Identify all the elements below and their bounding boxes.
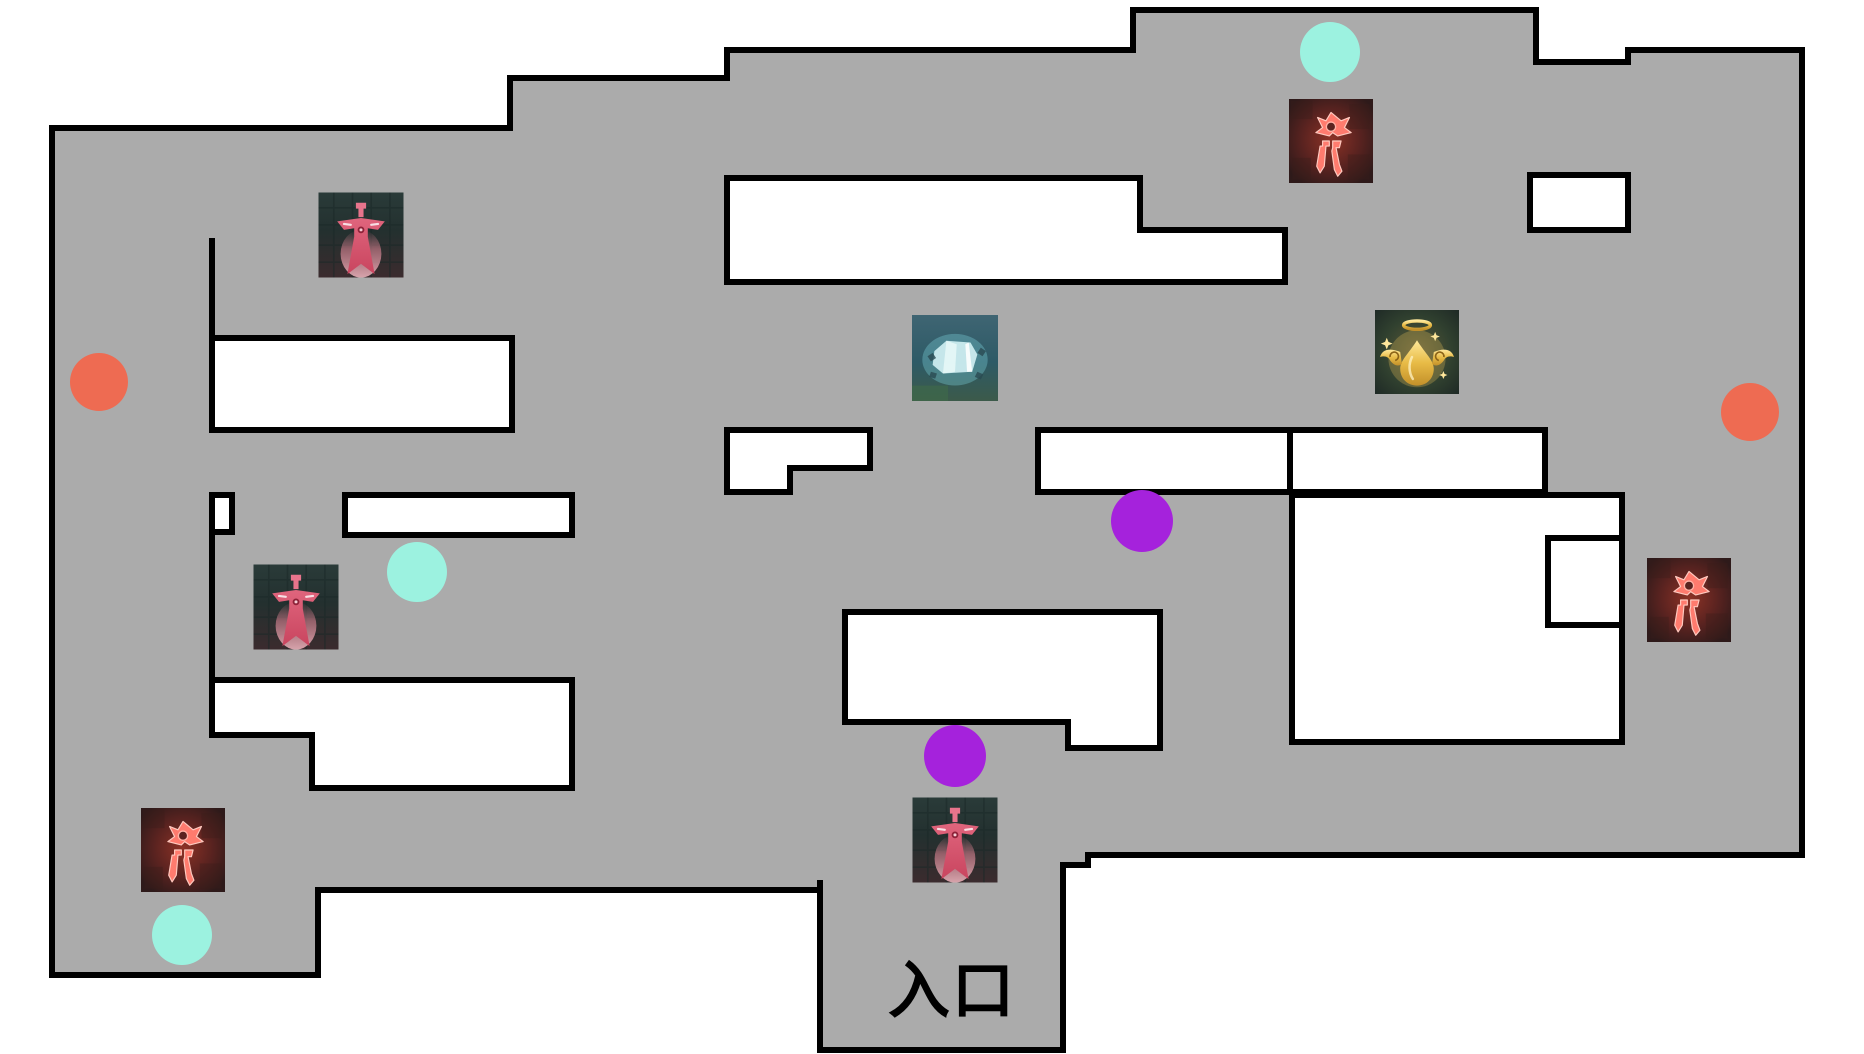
room-ce-big — [1289, 492, 1625, 745]
room-e-mid-box — [1545, 535, 1625, 628]
marker-purple-lower[interactable] — [924, 725, 986, 787]
crystal-icon-c[interactable] — [912, 315, 998, 401]
room-w-bar — [342, 492, 575, 538]
sword-relic-icon — [254, 565, 339, 650]
rune-icon-e[interactable] — [1647, 558, 1731, 642]
marker-teal-mid[interactable] — [387, 542, 447, 602]
marker-red-left[interactable] — [70, 353, 128, 411]
room-nw-box — [209, 335, 515, 433]
marker-purple-mid[interactable] — [1111, 490, 1173, 552]
sword-icon-w[interactable] — [254, 565, 339, 650]
sword-relic-icon — [319, 193, 404, 278]
blood-rune-icon — [1647, 558, 1731, 642]
blood-rune-icon — [1289, 99, 1373, 183]
sword-icon-s[interactable] — [913, 798, 998, 883]
ice-crystal-icon — [912, 315, 998, 401]
room-sw-box — [209, 677, 575, 791]
room-nc-notch — [724, 427, 873, 495]
room-e-corridor — [1287, 427, 1548, 495]
golden-winged-teardrop-icon — [1375, 310, 1459, 394]
room-ne-box — [1035, 427, 1293, 495]
rune-icon-sw[interactable] — [141, 808, 225, 892]
entrance-label: 入口 — [887, 954, 1017, 1027]
sword-icon-nw[interactable] — [319, 193, 404, 278]
rune-icon-n[interactable] — [1289, 99, 1373, 183]
room-sc-box — [842, 609, 1163, 751]
blood-rune-icon — [141, 808, 225, 892]
sword-relic-icon — [913, 798, 998, 883]
marker-teal-bottom[interactable] — [152, 905, 212, 965]
holytear-icon-e[interactable] — [1375, 310, 1459, 394]
marker-teal-top[interactable] — [1300, 22, 1360, 82]
room-nc-box — [724, 175, 1288, 285]
room-ne-upper-box — [1527, 172, 1631, 233]
marker-red-right[interactable] — [1721, 383, 1779, 441]
map-interior-walls — [209, 172, 1631, 791]
